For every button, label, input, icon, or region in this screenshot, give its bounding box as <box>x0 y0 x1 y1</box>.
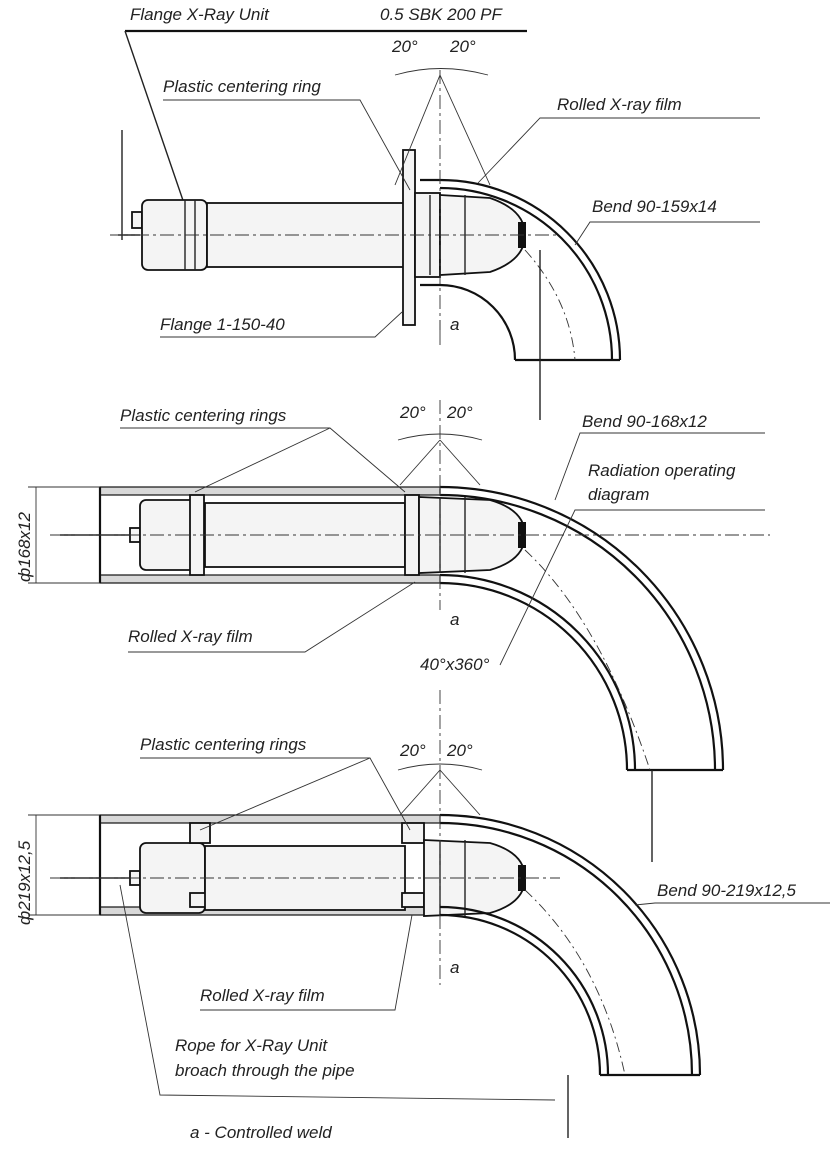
unit2-sweep-label: 40°x360° <box>420 655 490 674</box>
unit1-angle-right: 20° <box>449 37 476 56</box>
unit3-film-label: Rolled X-ray film <box>200 986 325 1005</box>
unit3-angle-left: 20° <box>399 741 426 760</box>
unit2-radiation-label-2: diagram <box>588 485 649 504</box>
unit1-weld-mark: a <box>450 315 459 334</box>
unit3-rope-label-1: Rope for X-Ray Unit <box>175 1036 328 1055</box>
unit2-diameter-label: ф168x12 <box>15 511 34 582</box>
unit2-radiation-label-1: Radiation operating <box>588 461 736 480</box>
unit-leader <box>124 30 189 216</box>
unit2-angle-right: 20° <box>446 403 473 422</box>
unit1-angle-left: 20° <box>391 37 418 56</box>
unit2-film-label: Rolled X-ray film <box>128 627 253 646</box>
unit2-angle-left: 20° <box>399 403 426 422</box>
unit1-flange-label: Flange 1-150-40 <box>160 315 285 334</box>
unit1-film-label: Rolled X-ray film <box>557 95 682 114</box>
unit2-bend-label: Bend 90-168x12 <box>582 412 707 431</box>
model-label: 0.5 SBK 200 PF <box>380 5 504 24</box>
unit3-assembly <box>28 690 702 1138</box>
unit2-rings-label: Plastic centering rings <box>120 406 287 425</box>
unit3-weld-mark: a <box>450 958 459 977</box>
unit3-rings-label: Plastic centering rings <box>140 735 307 754</box>
unit3-angle-right: 20° <box>446 741 473 760</box>
unit1-ring-label: Plastic centering ring <box>163 77 321 96</box>
unit1-assembly <box>110 68 622 420</box>
unit2-weld-mark: a <box>450 610 459 629</box>
weld-legend: a - Controlled weld <box>190 1123 332 1142</box>
unit3-bend-label: Bend 90-219x12,5 <box>657 881 796 900</box>
unit-label: Flange X-Ray Unit <box>130 5 270 24</box>
unit3-rope-label-2: broach through the pipe <box>175 1061 355 1080</box>
unit1-bend-label: Bend 90-159x14 <box>592 197 717 216</box>
unit3-diameter-label: ф219x12,5 <box>15 840 34 925</box>
unit2-assembly <box>28 400 770 862</box>
